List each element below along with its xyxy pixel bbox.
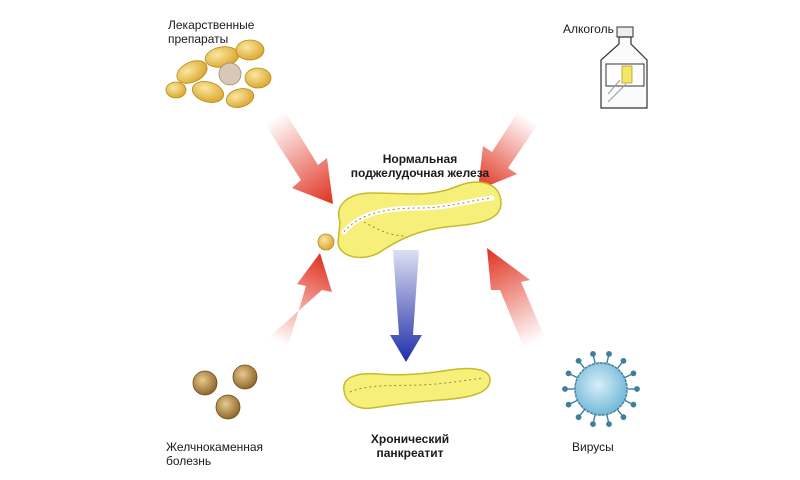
virus-spike-tip bbox=[590, 421, 596, 427]
virus-spike-tip bbox=[606, 421, 612, 427]
normal-pancreas-icon bbox=[317, 181, 502, 259]
bottle-icon bbox=[600, 26, 648, 109]
chronic-pancreas-icon bbox=[343, 367, 491, 410]
normal-gland-label-line-1: Нормальная bbox=[382, 152, 458, 166]
chronic-pancreatitis-label-line-1: Хронический bbox=[370, 432, 450, 446]
normal-gland-label-line-2: поджелудочная железа bbox=[350, 166, 490, 180]
pills-icon bbox=[165, 39, 272, 108]
virus-spike-tip bbox=[634, 386, 640, 392]
chronic-pancreatitis-label: Хронический панкреатит bbox=[350, 432, 470, 460]
virus-spike-tip bbox=[562, 386, 568, 392]
normal-gland-label: Нормальная поджелудочная железа bbox=[345, 152, 495, 180]
virus-spike-tip bbox=[565, 401, 572, 408]
arrow-gallstones-to-gland bbox=[268, 253, 332, 346]
virus-spike-tip bbox=[620, 414, 627, 421]
drugs-label-line-1: Лекарственные bbox=[168, 18, 255, 32]
virus-spike-tip bbox=[620, 357, 627, 364]
virus-spike-tip bbox=[630, 401, 637, 408]
alcohol-label: Алкоголь bbox=[563, 22, 614, 36]
virus-spike-tip bbox=[575, 357, 582, 364]
arrow-drugs-to-gland bbox=[266, 110, 333, 204]
virus-spike-tip bbox=[606, 351, 612, 357]
gallstone-icon bbox=[192, 364, 258, 420]
arrow-to-chronic-pancreatitis bbox=[390, 250, 422, 362]
gallstones-label-line-1: Желчнокаменная bbox=[166, 440, 264, 454]
virus-spike-tip bbox=[590, 351, 596, 357]
drugs-label-line-2: препараты bbox=[168, 32, 229, 46]
drugs-label: Лекарственные препараты bbox=[168, 18, 254, 46]
gallstones-label-line-2: болезнь bbox=[166, 454, 212, 468]
virus-spike-tip bbox=[565, 370, 572, 377]
viruses-label: Вирусы bbox=[572, 440, 614, 454]
virus-icon bbox=[562, 351, 640, 427]
arrow-viruses-to-gland bbox=[487, 248, 545, 348]
gallstones-label: Желчнокаменная болезнь bbox=[166, 440, 263, 468]
chronic-pancreatitis-label-line-2: панкреатит bbox=[376, 446, 444, 460]
arrow-alcohol-to-gland bbox=[478, 112, 538, 190]
virus-spike-tip bbox=[575, 414, 582, 421]
virus-spike-tip bbox=[630, 370, 637, 377]
